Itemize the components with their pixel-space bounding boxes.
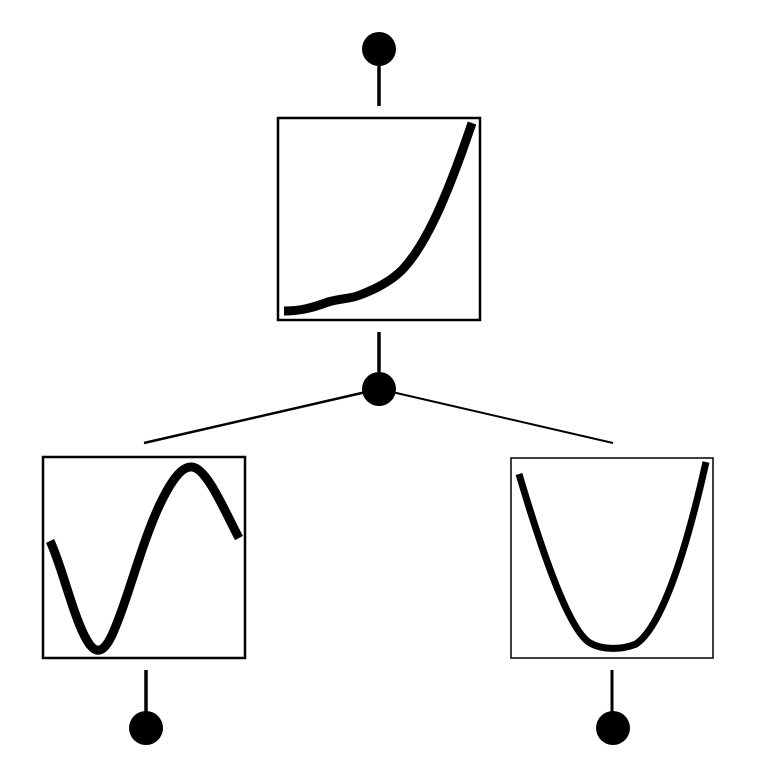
sine-curve	[45, 462, 243, 655]
parabola-curve	[515, 461, 710, 652]
bottom-left-terminal-node	[129, 711, 163, 745]
branch-right-line	[378, 388, 614, 444]
parabola-function-box	[510, 457, 714, 659]
sine-function-box	[41, 455, 247, 660]
bottom-right-terminal-node	[596, 711, 630, 745]
exponential-function-box	[276, 116, 482, 322]
branch-left-line	[143, 387, 380, 445]
exponential-box-frame	[276, 116, 482, 322]
top-terminal-node	[362, 32, 396, 66]
exponential-curve	[283, 121, 477, 316]
